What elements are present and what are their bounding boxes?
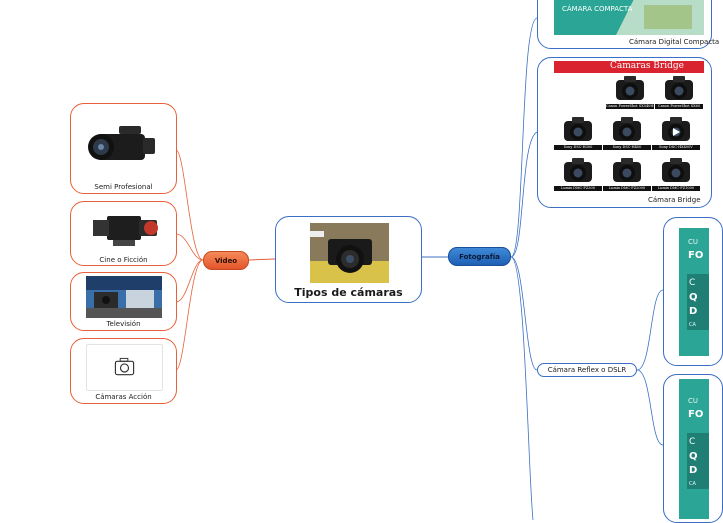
video-item-camaras-accion[interactable]: Cámaras Acción [70, 338, 177, 404]
video-item-label: Cámaras Acción [95, 393, 152, 401]
bridge-camera-image [613, 158, 641, 182]
bridge-banner: Cámaras Bridge [554, 61, 704, 73]
bridge-camera-model: Sony DSC-H300 [554, 113, 602, 154]
bridge-camera-model-label: Sony DSC-H400 [603, 145, 651, 150]
reflex-card-text: CU [688, 238, 699, 246]
bridge-camera-model: Sony DSC-H400 [603, 113, 651, 154]
foto-item-label: Cámara Digital Compacta [629, 38, 720, 46]
bridge-camera-model: Sony DSC-HX400V [652, 113, 700, 154]
video-item-label: Televisión [106, 320, 141, 328]
foto-item-reflex[interactable]: Cámara Reflex o DSLR [537, 363, 637, 377]
bridge-camera-model: Lumix DMC-FZ300 [554, 154, 602, 195]
video-item-label: Semi Profesional [94, 183, 153, 191]
bridge-camera-model-label: Lumix DMC-FZ300 [554, 186, 602, 191]
reflex-card-1[interactable]: CU FO C Q D CA [663, 217, 723, 366]
central-camera-photo [310, 223, 389, 283]
bridge-camera-model: Lumix DMC-FZ1000 [652, 154, 700, 195]
compact-banner-text: CÁMARA COMPACTA [562, 5, 633, 13]
reflex-card-2[interactable]: CU FO C Q D CA [663, 374, 723, 523]
foto-item-compacta[interactable]: CÁMARA COMPACTA Cámara Digital Compacta [537, 0, 720, 49]
bridge-camera-image [662, 117, 690, 141]
bridge-camera-image [564, 117, 592, 141]
bridge-camera-model-label: Sony DSC-H300 [554, 145, 602, 150]
bridge-camera-model-label: Lumix DMC-FZ2000 [603, 186, 651, 191]
compact-camera-banner: CÁMARA COMPACTA [554, 0, 704, 35]
bridge-banner-text: Cámaras Bridge [610, 61, 684, 71]
branch-fotografia[interactable]: Fotografía [448, 247, 511, 266]
reflex-card-2-image: CU FO C Q D CA [679, 379, 709, 519]
bridge-camera-image [613, 117, 641, 141]
cinema-camera-image [87, 206, 162, 252]
camera-icon [86, 344, 163, 391]
bridge-camera-image [662, 158, 690, 182]
reflex-card-text: C [689, 437, 696, 447]
reflex-card-text: D [689, 465, 698, 476]
foto-item-label: Cámara Bridge [648, 196, 701, 204]
bridge-camera-model: Canon PowerShot SX60 [655, 72, 703, 113]
reflex-card-text: C [689, 278, 696, 288]
bridge-camera-image [564, 158, 592, 182]
video-item-television[interactable]: Televisión [70, 272, 177, 331]
reflex-card-text: CU [688, 397, 699, 405]
reflex-card-text: CA [689, 322, 696, 328]
video-item-cine-o-ficcion[interactable]: Cine o Ficción [70, 201, 177, 266]
bridge-camera-model-label: Canon PowerShot SX540HS [606, 104, 656, 109]
reflex-card-band [687, 274, 709, 330]
central-title: Tipos de cámaras [294, 286, 403, 299]
reflex-card-text: FO [688, 409, 704, 420]
video-item-semi-profesional[interactable]: Semi Profesional [70, 103, 177, 194]
central-topic[interactable]: Tipos de cámaras [275, 216, 422, 303]
reflex-card-1-image: CU FO C Q D CA [679, 228, 709, 356]
reflex-card-band [687, 433, 709, 489]
bridge-camera-image [616, 76, 644, 100]
branch-video[interactable]: Video [203, 251, 249, 270]
video-item-label: Cine o Ficción [99, 256, 148, 264]
tv-studio-image [86, 276, 162, 318]
bridge-camera-model-label: Lumix DMC-FZ1000 [652, 186, 700, 191]
bridge-camera-model-label: Sony DSC-HX400V [652, 145, 700, 150]
bridge-camera-model: Canon PowerShot SX540HS [606, 72, 656, 113]
reflex-card-text: FO [688, 250, 704, 261]
bridge-camera-model-label: Canon PowerShot SX60 [655, 104, 703, 109]
camcorder-image [85, 118, 163, 174]
mind-map-canvas: Tipos de cámaras Video Semi Profesional [70, 0, 723, 523]
reflex-card-text: Q [689, 292, 698, 303]
reflex-card-text: CA [689, 481, 696, 487]
bridge-camera-model: Lumix DMC-FZ2000 [603, 154, 651, 195]
reflex-card-text: Q [689, 451, 698, 462]
bridge-camera-image [665, 76, 693, 100]
connector-lines [175, 17, 664, 521]
reflex-card-text: D [689, 306, 698, 317]
